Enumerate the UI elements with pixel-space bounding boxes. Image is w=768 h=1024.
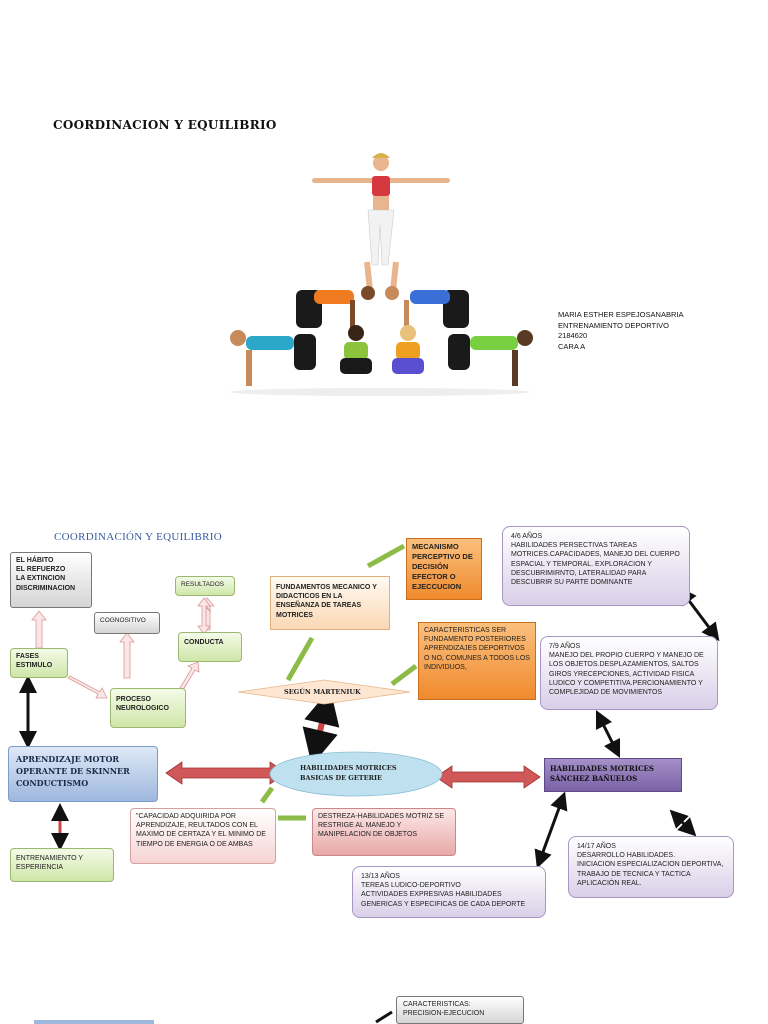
- marteniuk-diamond: [237, 679, 411, 705]
- node-habito: EL HÁBITO EL REFUERZO LA EXTINCION DISCR…: [10, 552, 92, 608]
- author-info: MARIA ESTHER ESPEJOSANABRIA ENTRENAMIENT…: [558, 310, 683, 352]
- basicas-ellipse: [269, 751, 443, 797]
- author-code: 2184620: [558, 331, 588, 340]
- node-sanchez: HABILIDADES MOTRICES SÁNCHEZ BAÑUELOS: [544, 758, 682, 792]
- top-acrobat-figure: [312, 153, 450, 289]
- node-bottom-caracteristicas: CARACTERISTICAS: PRECISION-EJECUCION: [396, 996, 524, 1024]
- node-resultados: RESULTADOS: [175, 576, 235, 596]
- node-marteniuk: SEGÚN MARTENIUK: [284, 688, 361, 696]
- author-name: MARIA ESTHER ESPEJOSANABRIA: [558, 310, 684, 319]
- author-program: ENTRENAMIENTO DEPORTIVO: [558, 320, 669, 330]
- node-age-14-17: 14/17 AÑOS DESARROLLO HABILIDADES. INICI…: [568, 836, 734, 898]
- node-mecanismo: MECANISMO PERCEPTIVO DE DECISIÓN EFECTOR…: [406, 538, 482, 600]
- pink-arrows: [31, 597, 215, 699]
- node-aprendizaje: APRENDIZAJE MOTOR OPERANTE DE SKINNER CO…: [8, 746, 158, 802]
- node-entrenamiento: ENTRENAMIENTO Y ESPERIENCIA: [10, 848, 114, 882]
- bottom-acrobat-figures: [230, 325, 533, 386]
- bottom-blue-bar: [34, 1020, 154, 1024]
- node-cognositivo: COGNOSITIVO: [94, 612, 160, 634]
- node-fundamentos: FUNDAMENTOS MECANICO Y DIDACTICOS EN LA …: [270, 576, 390, 630]
- node-fases: FASES ESTIMULO: [10, 648, 68, 678]
- diagram-title: COORDINACIÓN Y EQUILIBRIO: [54, 531, 223, 543]
- author-side: CARA A: [558, 341, 586, 351]
- node-age-7-9: 7/9 AÑOS MANEJO DEL PROPIO CUERPO Y MANE…: [540, 636, 718, 710]
- node-conducta: CONDUCTA: [178, 632, 242, 662]
- red-arrow-left: [165, 761, 287, 785]
- middle-acrobat-figures: [296, 286, 469, 332]
- node-destreza: DESTREZA-HABILIDADES MOTRIZ SE RESTRIGE …: [312, 808, 456, 856]
- node-proceso: PROCESO NEUROLOGICO: [110, 688, 186, 728]
- node-age-13: 13/13 AÑOS TEREAS LUDICO-DEPORTIVO ACTIV…: [352, 866, 546, 918]
- node-capacidad: "CAPACIDAD ADQUIRIDA POR APRENDIZAJE, RE…: [130, 808, 276, 864]
- node-basicas: HABILIDADES MOTRICES BASICAS DE GETERIE: [300, 764, 397, 782]
- page-title: COORDINACION Y EQUILIBRIO: [53, 118, 277, 132]
- green-arrows: [259, 543, 418, 821]
- node-caracteristicas: CARACTERISTICAS SER FUNDAMENTO POSTERIOR…: [418, 622, 536, 700]
- red-arrow-right: [435, 765, 541, 789]
- node-age-4-6: 4/6 AÑOS HABILIDADES PERSECTIVAS TAREAS …: [502, 526, 690, 606]
